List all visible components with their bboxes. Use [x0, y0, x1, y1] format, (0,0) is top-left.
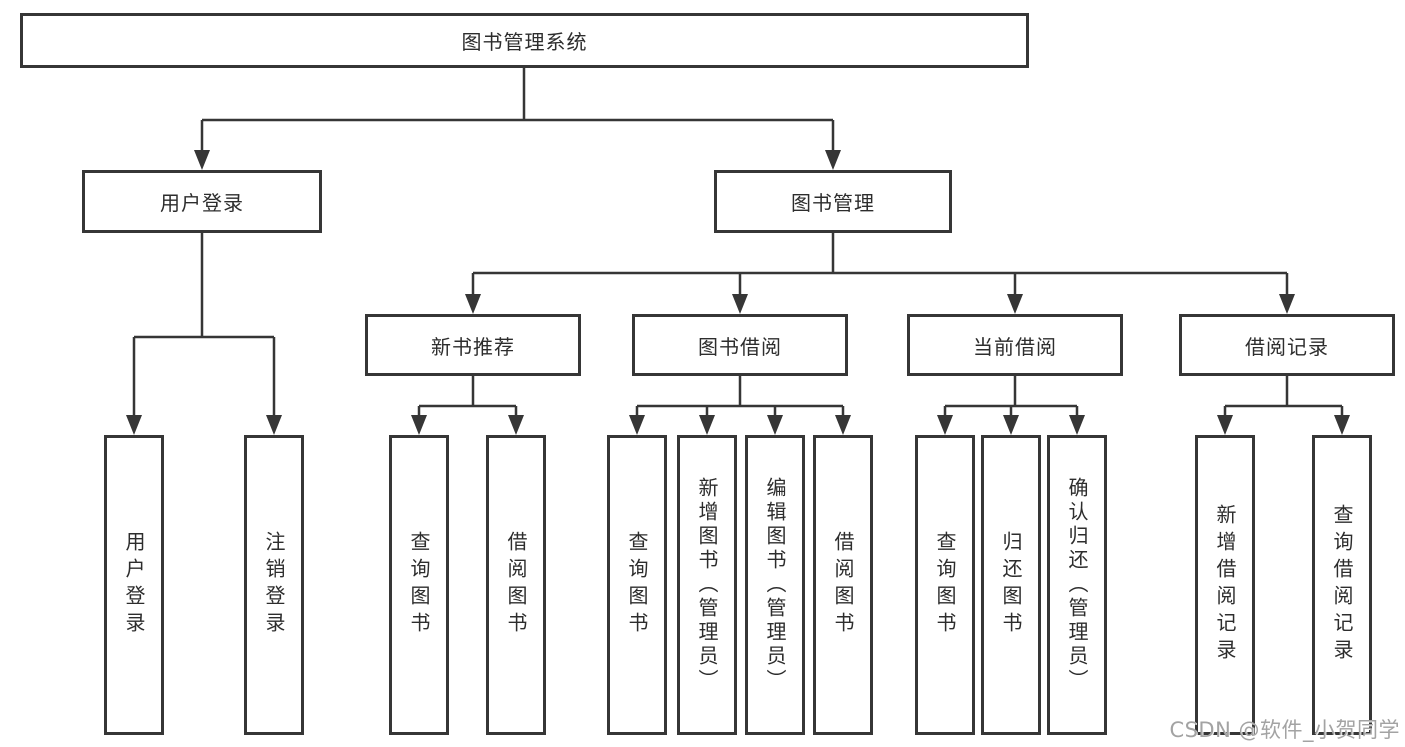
leaf-edit-book-admin: 编辑图书（管理员）: [745, 435, 805, 735]
node-root: 图书管理系统: [20, 13, 1029, 68]
arrowheads: [126, 150, 1350, 435]
leaf-label: 注销登录: [262, 531, 286, 639]
leaf-label: 编辑图书（管理员）: [763, 477, 787, 693]
leaf-borrow-book-borrow: 借阅图书: [813, 435, 873, 735]
node-borrow-record: 借阅记录: [1179, 314, 1395, 376]
leaf-label: 借阅图书: [831, 531, 855, 639]
node-user-login: 用户登录: [82, 170, 322, 233]
leaf-label: 查询图书: [625, 531, 649, 639]
leaf-query-book-borrow: 查询图书: [607, 435, 667, 735]
leaf-borrow-book-rec: 借阅图书: [486, 435, 546, 735]
node-current-borrow: 当前借阅: [907, 314, 1123, 376]
node-book-mgmt: 图书管理: [714, 170, 952, 233]
leaf-query-borrow-record: 查询借阅记录: [1312, 435, 1372, 735]
leaf-logout: 注销登录: [244, 435, 304, 735]
leaf-label: 查询借阅记录: [1330, 504, 1354, 666]
node-new-book-rec: 新书推荐: [365, 314, 581, 376]
leaf-user-login: 用户登录: [104, 435, 164, 735]
leaf-label: 查询图书: [407, 531, 431, 639]
node-book-borrow: 图书借阅: [632, 314, 848, 376]
leaf-return-book: 归还图书: [981, 435, 1041, 735]
leaf-label: 确认归还（管理员）: [1065, 477, 1089, 693]
leaf-label: 新增借阅记录: [1213, 504, 1237, 666]
leaf-confirm-return-admin: 确认归还（管理员）: [1047, 435, 1107, 735]
leaf-add-borrow-record: 新增借阅记录: [1195, 435, 1255, 735]
watermark-text: CSDN @软件_小贺同学: [1169, 718, 1400, 742]
leaf-query-book-current: 查询图书: [915, 435, 975, 735]
leaf-add-book-admin: 新增图书（管理员）: [677, 435, 737, 735]
leaf-query-book-rec: 查询图书: [389, 435, 449, 735]
leaf-label: 借阅图书: [504, 531, 528, 639]
leaf-label: 查询图书: [933, 531, 957, 639]
leaf-label: 归还图书: [999, 531, 1023, 639]
leaf-label: 用户登录: [122, 531, 146, 639]
leaf-label: 新增图书（管理员）: [695, 477, 719, 693]
